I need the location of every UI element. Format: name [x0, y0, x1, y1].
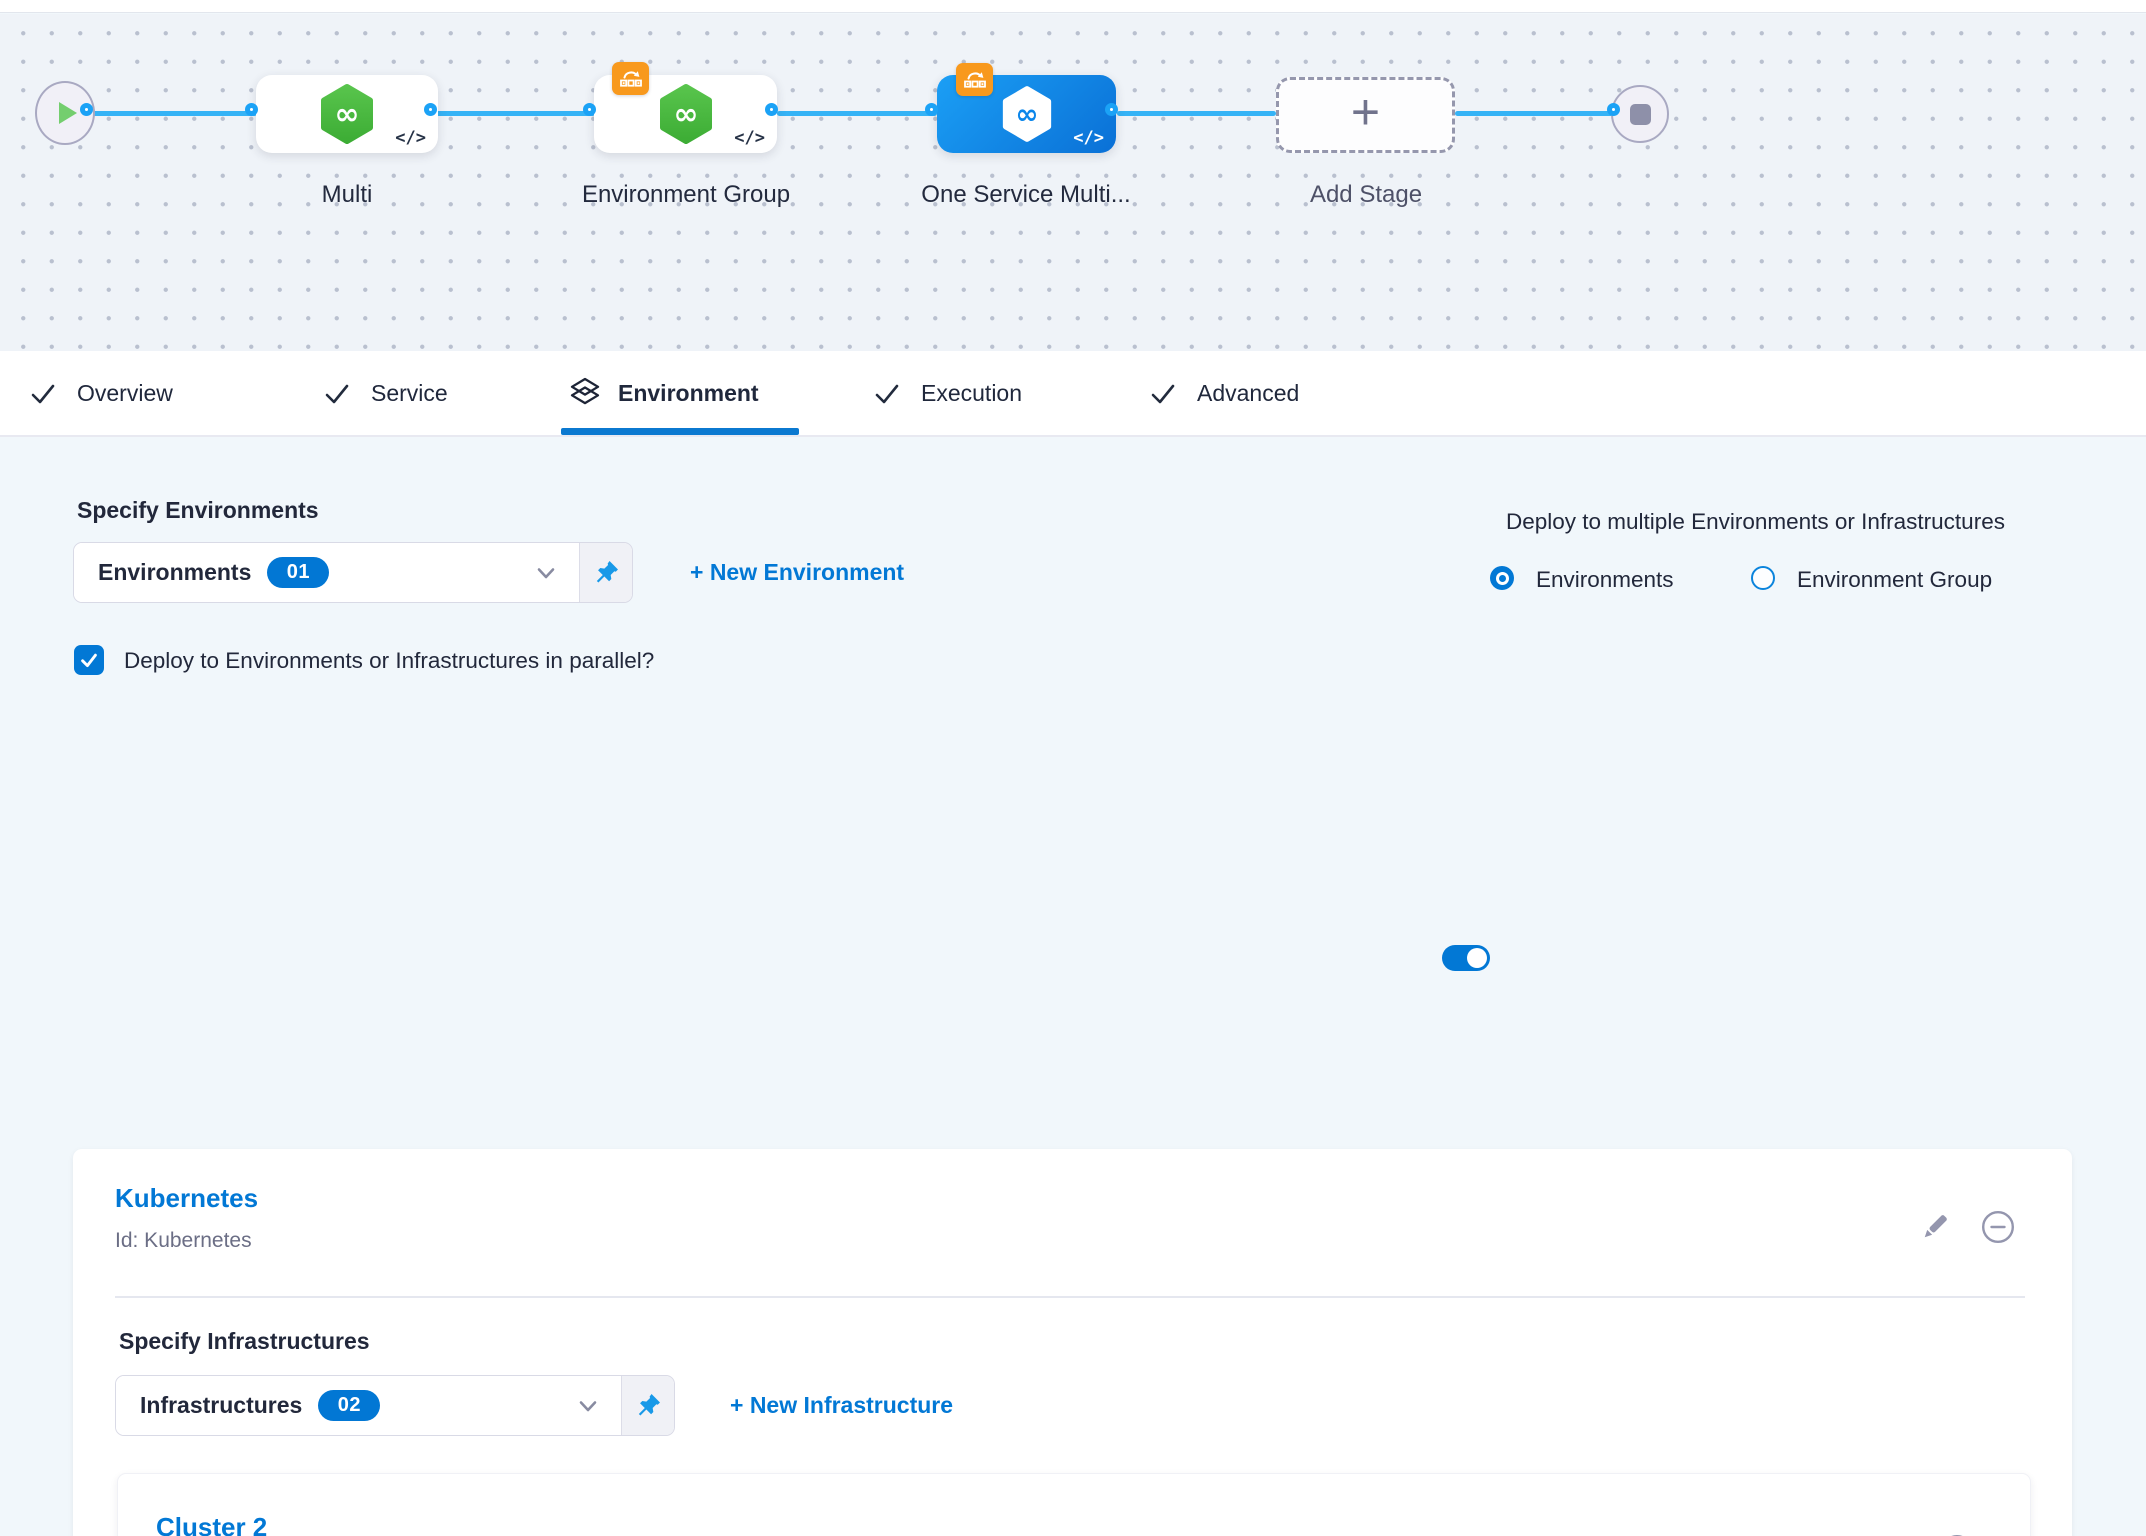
svg-text:∞: ∞	[1015, 97, 1038, 130]
deploy-parallel-checkbox[interactable]	[74, 645, 104, 675]
looping-strategy-icon	[619, 70, 642, 87]
environment-layers-icon	[570, 377, 600, 405]
stage-node-environment-group[interactable]: ∞ </>	[594, 62, 777, 153]
matrix-loop-badge	[612, 62, 649, 95]
deploy-multiple-toggle-label: Deploy to multiple Environments or Infra…	[1506, 509, 2005, 534]
radio-environment-group[interactable]	[1751, 566, 1775, 590]
yaml-code-icon[interactable]: </>	[1073, 128, 1104, 148]
chevron-down-icon	[579, 1400, 597, 1411]
deploy-parallel-label: Deploy to Environments or Infrastructure…	[124, 648, 655, 673]
stage-tabbar: Overview Service Environment Execution A…	[0, 351, 2146, 437]
svg-text:∞: ∞	[335, 97, 360, 132]
environments-count-badge: 01	[267, 557, 330, 588]
environment-tab-content: Specify Environments Environments 01 + N…	[0, 437, 2146, 1536]
looping-strategy-icon	[963, 71, 986, 88]
tab-service-label: Service	[371, 379, 448, 406]
tab-service[interactable]: Service	[321, 351, 448, 435]
environments-dropdown-label: Environments	[98, 559, 252, 585]
port-envgroup-left[interactable]	[583, 103, 596, 116]
environments-dropdown-value[interactable]: Environments 01	[74, 543, 579, 602]
yaml-code-icon[interactable]: </>	[395, 128, 426, 148]
toggle-knob	[1467, 948, 1487, 968]
port-multi-left[interactable]	[245, 103, 258, 116]
add-stage-label: Add Stage	[1309, 181, 1423, 208]
tab-execution-label: Execution	[921, 379, 1023, 406]
radio-environments-label[interactable]: Environments	[1536, 567, 1674, 592]
infrastructures-dropdown-value[interactable]: Infrastructures 02	[116, 1376, 621, 1435]
service-hexagon-icon: ∞	[321, 84, 373, 144]
pipeline-end-node[interactable]	[1611, 85, 1669, 143]
pin-environments-button[interactable]	[579, 543, 632, 602]
port-envgroup-right[interactable]	[765, 103, 778, 116]
matrix-loop-badge	[956, 63, 993, 96]
service-hexagon-icon: ∞	[659, 84, 712, 144]
pushpin-icon	[596, 561, 618, 583]
environments-dropdown[interactable]: Environments 01	[73, 542, 633, 603]
stage-label-multi: Multi	[321, 181, 373, 208]
specify-infrastructures-heading: Specify Infrastructures	[119, 1328, 370, 1354]
infrastructures-dropdown-label: Infrastructures	[140, 1392, 303, 1418]
pipeline-start-node[interactable]	[35, 81, 95, 145]
environment-card-kubernetes: Kubernetes Id: Kubernetes Specify Infras…	[73, 1149, 2072, 1536]
minus-circle-icon	[1981, 1210, 2015, 1244]
check-icon	[1151, 384, 1175, 403]
specify-environments-heading: Specify Environments	[77, 497, 319, 523]
edge-multi-to-envgroup	[436, 111, 595, 116]
stop-icon	[1629, 103, 1651, 125]
new-environment-link[interactable]: + New Environment	[690, 559, 905, 585]
port-oneservice-right[interactable]	[1105, 103, 1118, 116]
infrastructure-card-cluster-2: Cluster 2 Id: Cluster_2	[117, 1473, 2031, 1536]
edge-addstage-to-end	[1455, 111, 1646, 116]
tab-overview-label: Overview	[77, 379, 173, 406]
svg-text:∞: ∞	[673, 97, 698, 132]
tab-environment[interactable]: Environment	[566, 351, 759, 435]
radio-environments[interactable]	[1490, 566, 1514, 590]
card-divider	[115, 1296, 2025, 1298]
port-end[interactable]	[1607, 103, 1620, 116]
pencil-icon	[1924, 1215, 1947, 1238]
pushpin-icon	[638, 1394, 660, 1416]
checkmark-icon	[81, 653, 97, 668]
tab-overview[interactable]: Overview	[27, 351, 173, 435]
stage-node-one-service-multi[interactable]: ∞ </>	[937, 63, 1116, 153]
plus-icon: +	[1350, 84, 1381, 140]
environment-name-link[interactable]: Kubernetes	[115, 1183, 259, 1213]
remove-environment-button[interactable]	[1981, 1210, 2015, 1244]
edit-environment-button[interactable]	[1918, 1210, 1952, 1244]
check-icon	[875, 384, 899, 403]
port-start[interactable]	[80, 103, 93, 116]
pin-infrastructures-button[interactable]	[621, 1376, 674, 1435]
active-tab-underline	[561, 428, 799, 435]
infrastructures-count-badge: 02	[318, 1390, 381, 1421]
radio-environment-group-label[interactable]: Environment Group	[1797, 567, 1993, 592]
add-stage-button[interactable]: +	[1276, 77, 1455, 153]
edge-oneservice-to-addstage	[1117, 111, 1276, 116]
tab-advanced-label: Advanced	[1197, 379, 1300, 406]
port-oneservice-left[interactable]	[925, 103, 938, 116]
canvas-top-strip	[0, 0, 2146, 13]
tab-advanced[interactable]: Advanced	[1147, 351, 1299, 435]
stage-node-multi[interactable]: ∞ </>	[256, 75, 438, 153]
tab-environment-label: Environment	[618, 379, 759, 406]
infrastructures-dropdown[interactable]: Infrastructures 02	[115, 1375, 675, 1436]
new-infrastructure-link[interactable]: + New Infrastructure	[730, 1392, 954, 1418]
check-icon	[31, 384, 55, 403]
pipeline-canvas[interactable]: ∞ </> ∞ </>	[0, 14, 2146, 351]
stage-label-environment-group: Environment Group	[581, 181, 791, 208]
infrastructure-name-link[interactable]: Cluster 2	[156, 1512, 268, 1536]
deploy-multiple-toggle[interactable]	[1442, 945, 1490, 971]
chevron-down-icon	[537, 567, 555, 578]
yaml-code-icon[interactable]: </>	[734, 128, 765, 148]
play-icon	[59, 102, 77, 124]
port-multi-right[interactable]	[424, 103, 437, 116]
tab-execution[interactable]: Execution	[871, 351, 1022, 435]
edge-envgroup-to-oneservice	[777, 111, 937, 116]
service-hexagon-icon: ∞	[1002, 86, 1051, 142]
edge-start-to-multi	[92, 111, 257, 116]
stage-label-one-service-multi: One Service Multi...	[921, 181, 1131, 208]
check-icon	[325, 384, 349, 403]
environment-id-text: Id: Kubernetes	[115, 1229, 252, 1252]
